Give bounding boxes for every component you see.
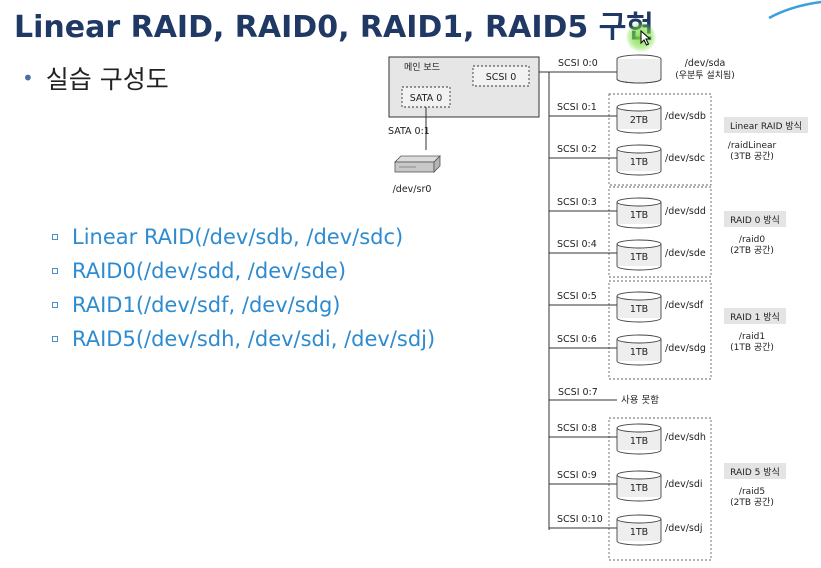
scsi-port-label: SCSI 0:1 <box>557 102 597 113</box>
sata-port-label: SATA 0:1 <box>388 126 430 137</box>
sda-port-label: SCSI 0:0 <box>558 58 598 69</box>
disk-size-label: 1TB <box>630 436 648 447</box>
list-item-text: RAID5(/dev/sdh, /dev/sdi, /dev/sdj) <box>72 327 436 351</box>
disk-icon: 1TB <box>616 291 662 323</box>
group-capacity: (2TB 공간) <box>730 245 774 256</box>
scsi-port-label: SCSI 0:3 <box>557 197 597 208</box>
scsi-controller-label: SCSI 0 <box>486 72 517 83</box>
group-mount: /raid1 <box>739 332 765 342</box>
disk-device-label: /dev/sdd <box>665 206 706 217</box>
group-mount: /raid0 <box>739 235 765 245</box>
disk-device-label: /dev/sdc <box>665 153 705 164</box>
sata-controller-label: SATA 0 <box>410 93 443 104</box>
disk-size-label: 1TB <box>630 252 648 263</box>
disk-row: SCSI 0:8 1TB/dev/sdh <box>549 423 706 455</box>
list-item-text: RAID1(/dev/sdf, /dev/sdg) <box>72 293 341 317</box>
group-mount: /raidLinear <box>728 141 777 151</box>
disk-size-label: 1TB <box>630 304 648 315</box>
list-item: Linear RAID(/dev/sdb, /dev/sdc) <box>52 220 435 254</box>
disk-size-label: 1TB <box>630 483 648 494</box>
disk-device-label: /dev/sde <box>665 248 706 259</box>
scsi-port-label: SCSI 0:5 <box>557 291 597 302</box>
disk-device-label: /dev/sdb <box>665 111 706 122</box>
sda-note-label: (우분투 설치됨) <box>675 69 735 81</box>
disk-row: SCSI 0:1 2TB/dev/sdb <box>549 102 706 134</box>
sda-device-label: /dev/sda <box>685 58 726 69</box>
list-item: RAID0(/dev/sdd, /dev/sde) <box>52 254 435 288</box>
scsi-port-label: SCSI 0:9 <box>557 470 597 481</box>
group-box-raid5 <box>608 417 712 561</box>
scsi-port-label: SCSI 0:6 <box>557 334 597 345</box>
group-label-linear: Linear RAID 방식 /raidLinear (3TB 공간) <box>724 117 808 162</box>
group-name: Linear RAID 방식 <box>730 121 802 132</box>
raid-list: Linear RAID(/dev/sdb, /dev/sdc) RAID0(/d… <box>52 220 435 356</box>
group-label-raid5: RAID 5 방식 /raid5 (2TB 공간) <box>724 463 786 508</box>
cdrom-drive-icon <box>394 155 441 173</box>
disk-icon: 1TB <box>616 197 662 229</box>
disk-row: SCSI 0:10 1TB/dev/sdj <box>549 514 703 546</box>
list-item: RAID5(/dev/sdh, /dev/sdi, /dev/sdj) <box>52 322 435 356</box>
disk-device-label: /dev/sdh <box>665 432 706 443</box>
disk-size-label: 1TB <box>630 527 648 538</box>
group-name: RAID 0 방식 <box>730 215 780 226</box>
list-item: RAID1(/dev/sdf, /dev/sdg) <box>52 288 435 322</box>
disk-device-label: /dev/sdj <box>665 523 703 534</box>
disk-row: SCSI 0:9 1TB/dev/sdi <box>549 470 703 502</box>
disk-row: SCSI 0:6 1TB/dev/sdg <box>549 334 706 366</box>
group-name: RAID 1 방식 <box>730 312 780 323</box>
group-label-raid1: RAID 1 방식 /raid1 (1TB 공간) <box>724 308 786 353</box>
page-title: Linear RAID, RAID0, RAID1, RAID5 구현 <box>14 10 654 45</box>
disk-device-label: /dev/sdi <box>665 479 703 490</box>
disk-size-label: 2TB <box>630 115 648 126</box>
disk-device-label: /dev/sdg <box>665 343 706 354</box>
scsi-port-label: SCSI 0:2 <box>557 144 597 155</box>
group-capacity: (3TB 공간) <box>730 151 774 162</box>
scsi-port-label: SCSI 0:4 <box>557 239 597 250</box>
scsi-port-label: SCSI 0:8 <box>557 423 597 434</box>
disk-row: SCSI 0:2 1TB/dev/sdc <box>549 144 705 176</box>
square-bullet-icon <box>52 336 58 342</box>
subtitle: 실습 구성도 <box>45 65 169 94</box>
cdrom-device-label: /dev/sr0 <box>393 184 432 195</box>
disk-icon: 2TB <box>616 102 662 134</box>
corner-swoosh-decoration <box>768 0 821 20</box>
square-bullet-icon <box>52 302 58 308</box>
group-name: RAID 5 방식 <box>730 467 780 478</box>
disk-icon: 1TB <box>616 334 662 366</box>
group-capacity: (1TB 공간) <box>730 342 774 353</box>
list-item-text: Linear RAID(/dev/sdb, /dev/sdc) <box>72 225 404 249</box>
mainboard-label: 메인 보드 <box>404 62 440 73</box>
disk-icon: 1TB <box>616 423 662 455</box>
disk-icon: 1TB <box>616 144 662 176</box>
subtitle-row: • 실습 구성도 <box>22 60 169 96</box>
group-mount: /raid5 <box>739 487 765 497</box>
disk-icon: 1TB <box>616 239 662 271</box>
scsi-port-label: SCSI 0:10 <box>557 514 603 525</box>
scsi-controller-box <box>472 65 530 87</box>
disk-row: SCSI 0:5 1TB/dev/sdf <box>549 291 704 323</box>
unused-label: 사용 못함 <box>621 395 659 406</box>
disk-size-label: 1TB <box>630 157 648 168</box>
disk-row: SCSI 0:3 1TB/dev/sdd <box>549 197 706 229</box>
group-label-raid0: RAID 0 방식 /raid0 (2TB 공간) <box>724 211 786 256</box>
group-box-linear <box>608 93 712 186</box>
sda-disk-icon <box>616 54 662 84</box>
disk-icon: 1TB <box>616 470 662 502</box>
disk-icon: 1TB <box>616 514 662 546</box>
group-capacity: (2TB 공간) <box>730 497 774 508</box>
disk-size-label: 1TB <box>630 210 648 221</box>
disk-size-label: 1TB <box>630 347 648 358</box>
disk-row: SCSI 0:4 1TB/dev/sde <box>549 239 706 271</box>
mouse-cursor-icon <box>640 30 652 46</box>
disk-device-label: /dev/sdf <box>665 300 704 311</box>
bullet-dot-icon: • <box>22 66 34 90</box>
square-bullet-icon <box>52 234 58 240</box>
square-bullet-icon <box>52 268 58 274</box>
unused-port-label: SCSI 0:7 <box>558 387 598 398</box>
list-item-text: RAID0(/dev/sdd, /dev/sde) <box>72 259 347 283</box>
